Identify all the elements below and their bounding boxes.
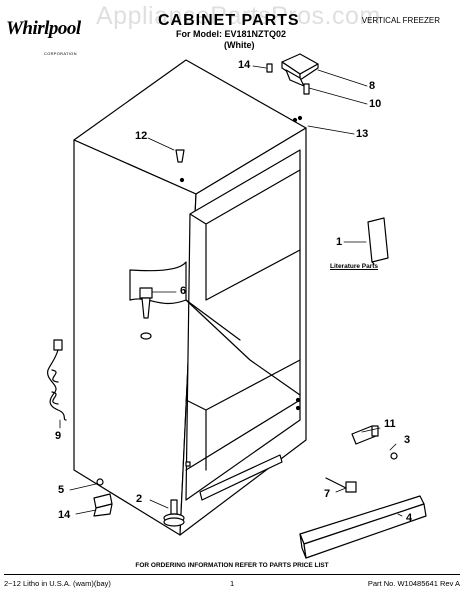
callout-11: 11	[384, 418, 396, 430]
callout-12: 12	[135, 130, 148, 142]
part-hinge-pin	[303, 83, 310, 95]
screw-hole	[297, 115, 303, 121]
page-number: 1	[230, 579, 235, 588]
callout-7: 7	[324, 488, 331, 500]
callout-10: 10	[369, 98, 382, 110]
callout-5: 5	[58, 484, 65, 496]
part-screw-3	[390, 452, 398, 460]
callout-6: 6	[180, 285, 187, 297]
part-leveling-leg	[163, 499, 185, 527]
model-label: For Model: EV181NZTQ02	[176, 29, 287, 39]
callout-14-bottom: 14	[58, 509, 71, 521]
liner-line	[185, 299, 301, 396]
screw-hole	[179, 177, 185, 183]
part-plug	[175, 149, 185, 163]
part-screw-5	[96, 478, 104, 486]
watermark: AppliancePartsPros.com	[96, 2, 381, 30]
callout-14-top: 14	[238, 59, 251, 71]
ordering-note: FOR ORDERING INFORMATION REFER TO PARTS …	[135, 562, 329, 569]
color-label: (White)	[224, 40, 255, 50]
inner-wall	[189, 169, 301, 301]
callout-9: 9	[55, 430, 62, 442]
part-number: Part No. W10485641 Rev A	[367, 579, 460, 588]
screw-hole	[292, 117, 298, 123]
part-drain-tube	[139, 287, 153, 340]
cabinet-left-side	[73, 139, 197, 536]
part-top-hinge	[281, 53, 319, 87]
part-bracket	[93, 493, 113, 517]
callout-13: 13	[356, 128, 369, 140]
screw-hole	[295, 397, 301, 403]
bottom-hole	[185, 461, 191, 467]
leader-lines	[59, 65, 403, 517]
cabinet	[73, 59, 307, 536]
cabinet-opening	[185, 149, 301, 501]
product-type: VERTICAL FREEZER	[361, 16, 440, 25]
liner-line-2	[185, 299, 241, 341]
part-bottom-hinge	[351, 425, 379, 445]
part-power-cord	[47, 339, 67, 421]
whirlpool-logo: Whirlpool CORPORATION	[6, 18, 86, 56]
callout-3: 3	[404, 434, 411, 446]
part-toe-grille	[299, 495, 427, 559]
brand-sub: CORPORATION	[44, 51, 77, 56]
callout-2: 2	[136, 493, 143, 505]
brand-name: Whirlpool	[6, 18, 81, 39]
callout-4: 4	[406, 512, 413, 524]
page-title: CABINET PARTS	[158, 12, 300, 29]
part-literature	[367, 217, 389, 265]
part-screw-top	[266, 63, 273, 73]
grille-slot	[199, 454, 283, 501]
screw-hole	[295, 405, 301, 411]
footer-divider	[4, 574, 460, 575]
callout-1: 1	[336, 236, 343, 248]
literature-parts-label: Literature Parts	[330, 263, 379, 270]
callout-8: 8	[369, 80, 376, 92]
inner-floor	[185, 359, 301, 471]
part-wire-harness	[325, 477, 357, 493]
litho-info: 2−12 Litho in U.S.A. (wam)(bay)	[4, 579, 111, 588]
